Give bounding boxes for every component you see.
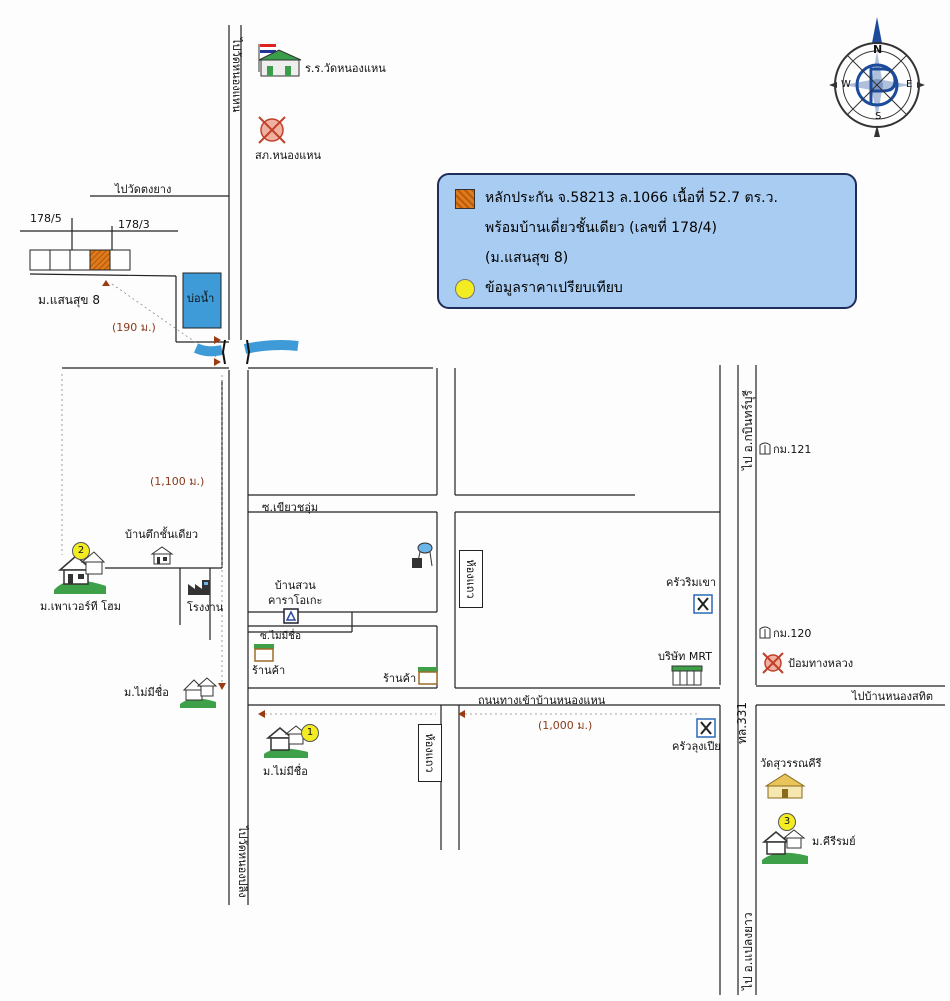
village-label-mai-mee-chue-top: ม.ไม่มีชื่อ [124, 686, 169, 699]
legend-line-4: ข้อมูลราคาเปรียบเทียบ [485, 280, 623, 296]
pom-thang-luang-label: ป้อมทางหลวง [788, 657, 854, 670]
village-label-saen-suk: ม.แสนสุข 8 [38, 293, 100, 307]
school-label: ร.ร.วัดหนองแหน [305, 62, 386, 75]
temple-icon [764, 773, 806, 799]
km-post-120-icon [759, 626, 771, 639]
legend-line-1: หลักประกัน จ.58213 ล.1066 เนื้อที่ 52.7 … [485, 190, 778, 206]
pond [182, 272, 222, 329]
village-label-khiri-rom: ม.คีรีรมย์ [812, 835, 856, 848]
pond-label: บ่อน้ำ [187, 292, 215, 305]
wat-suwan-khiri-label: วัดสุวรรณคีรี [760, 757, 822, 770]
factory-icon [188, 580, 210, 595]
road-network [20, 25, 945, 995]
comparison-2-house-icon [54, 551, 106, 594]
legend-line-2: พร้อมบ้านเดี่ยวชั้นเดียว (เลขที่ 178/4) [485, 220, 717, 236]
plot-label-178-3: 178/3 [118, 218, 150, 231]
restaurant-1-icon [693, 594, 713, 614]
plot-label-178-5: 178/5 [30, 212, 62, 225]
karaoke-label: บ้านสวน คาราโอเกะ [268, 579, 323, 607]
distance-1000: (1,000 ม.) [538, 719, 593, 732]
road-label-wat-nong-plueng: ไปวัดหนองปลิง [236, 826, 249, 898]
bridge [221, 339, 251, 365]
collateral-swatch-icon [455, 189, 475, 209]
distance-guides [61, 283, 700, 715]
single-house-icon [150, 546, 174, 565]
compass-east: E [906, 79, 913, 90]
soi-mai-mee-chue-label: ซ.ไม่มีชื่อ [260, 631, 301, 642]
plot-row [29, 249, 131, 271]
highway-police-icon [762, 652, 784, 674]
road-label-kabin-buri: ไป อ.กบินทร์บุรี [741, 390, 755, 470]
school-icon [258, 44, 302, 77]
khrua-lung-pia-label: ครัวลุงเปีย [672, 740, 721, 753]
compass-north: N [873, 43, 883, 56]
legend-line-3: (ม.แสนสุข 8) [485, 250, 569, 266]
shop-2-icon [418, 667, 438, 685]
comparison-dot-icon [455, 279, 475, 299]
factory-label: โรงงาน [187, 601, 224, 614]
km-121-label: กม.121 [773, 443, 812, 456]
legend-box: หลักประกัน จ.58213 ล.1066 เนื้อที่ 52.7 … [437, 173, 857, 309]
village-label-power-home: ม.เพาเวอร์ที โฮม [40, 600, 122, 613]
collateral-plot [89, 249, 111, 271]
road-label-wat-nong-naen: ไปวัดหนองแหน [230, 38, 243, 113]
comparison-3-house-icon [761, 829, 808, 864]
distance-1100: (1,100 ม.) [150, 475, 205, 488]
canal-right [243, 340, 299, 354]
compass-south: S [875, 111, 882, 122]
row-house-2-box: ห้องแถว [418, 724, 442, 782]
km-120-label: กม.120 [773, 627, 812, 640]
comparison-marker-2: 2 [72, 542, 90, 560]
road-entrance-label: ถนนทางเข้าบ้านหนองแหน [478, 694, 606, 707]
comparison-marker-1: 1 [301, 724, 319, 742]
karaoke-icon [283, 608, 299, 624]
comparison-marker-3: 3 [778, 813, 796, 831]
highway-331-label: ทล.331 [735, 702, 749, 744]
compass-icon [829, 17, 925, 137]
shop-1-label: ร้านค้า [252, 664, 286, 677]
police-label: สภ.หนองแหน [255, 149, 322, 162]
shop-1-icon [254, 644, 274, 662]
canal-left [193, 343, 223, 357]
khrua-rim-khao-label: ครัวริมเขา [666, 576, 717, 589]
shop-2-label: ร้านค้า [383, 672, 417, 685]
mrt-company-icon [671, 665, 703, 686]
road-label-wat-tong-yang: ไปวัดตงยาง [115, 183, 172, 196]
distance-arrowheads [102, 280, 465, 718]
police-station-icon [258, 116, 286, 144]
mrt-company-label: บริษัท MRT [658, 650, 712, 663]
water-tower-icon [412, 542, 433, 568]
row-house-1-box: ห้องแถว [459, 550, 483, 608]
distance-190: (190 ม.) [112, 321, 156, 334]
row-house-1-label: ห้องแถว [464, 559, 477, 599]
single-house-label: บ้านตึกชั้นเดียว [125, 528, 198, 541]
village-label-mai-mee-chue-bottom: ม.ไม่มีชื่อ [263, 765, 308, 778]
compass-west: W [841, 79, 851, 90]
road-label-nong-sathit: ไปบ้านหนองสทิต [852, 690, 934, 703]
road-label-plaeng-yao: ไป อ.แปลงยาว [741, 912, 755, 990]
km-post-121-icon [759, 442, 771, 455]
soi-khiao-chaum-label: ซ.เขียวชอุ่ม [262, 501, 319, 514]
restaurant-2-icon [696, 718, 716, 738]
village-mai-mee-chue-top-icon [180, 677, 218, 708]
row-house-2-label: ห้องแถว [423, 733, 436, 773]
